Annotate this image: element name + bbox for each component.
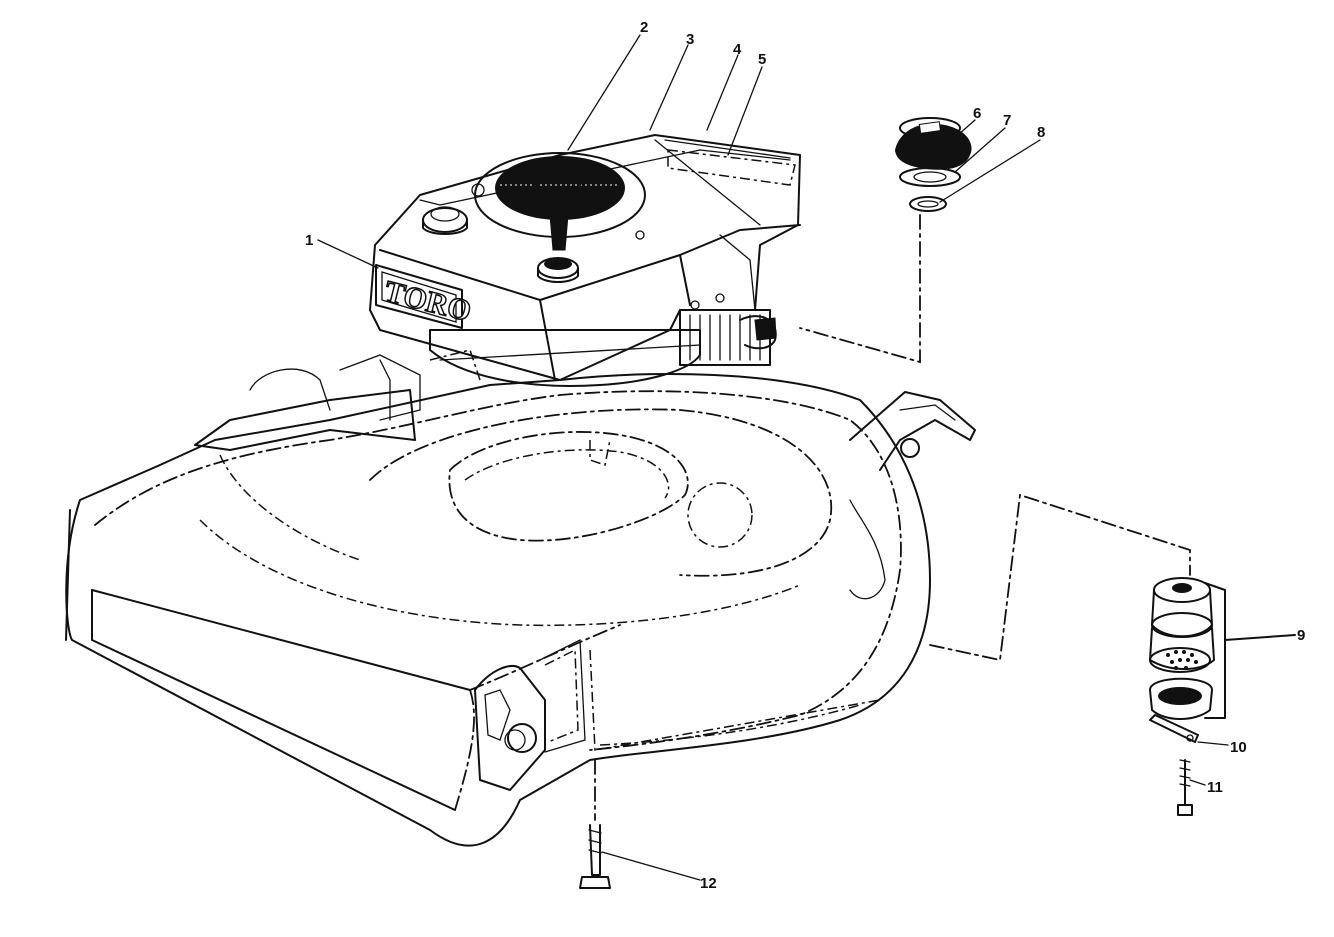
callout-4: 4 (733, 41, 742, 58)
callout-7: 7 (1003, 112, 1011, 129)
leader-8 (939, 139, 1041, 203)
wheel-assembly (929, 493, 1296, 816)
callout-9: 9 (1297, 627, 1305, 644)
engine-assembly: TORO (369, 134, 801, 387)
callout-1: 1 (305, 232, 313, 249)
leader-2 (567, 34, 641, 151)
leader-6 (949, 119, 976, 143)
callout-12: 12 (700, 875, 717, 892)
recoil-starter (474, 152, 646, 251)
callout-labels: 1 2 3 4 5 6 7 8 9 10 11 12 (305, 19, 1305, 892)
bolt-12 (579, 759, 611, 889)
fuel-cap (422, 183, 485, 235)
leader-1 (317, 239, 379, 269)
callout-8: 8 (1037, 124, 1045, 141)
callout-leaders (317, 34, 1229, 881)
mower-deck (65, 349, 976, 847)
callout-11: 11 (1207, 779, 1223, 796)
callout-3: 3 (686, 31, 694, 48)
oil-fill-cap (537, 257, 579, 283)
leader-10 (1197, 741, 1229, 746)
callout-5: 5 (758, 51, 766, 68)
leader-air-cleaner (799, 214, 921, 364)
leader-12 (601, 851, 701, 881)
leader-4 (706, 54, 739, 131)
leader-5 (727, 66, 763, 156)
callout-2: 2 (640, 19, 648, 36)
leader-11 (1189, 779, 1206, 786)
callout-10: 10 (1230, 739, 1247, 756)
wheel-holes (1166, 650, 1198, 670)
leader-3 (649, 44, 689, 131)
air-cleaner (895, 117, 972, 212)
callout-6: 6 (973, 105, 981, 122)
cylinder-fins (679, 309, 777, 366)
toro-logo-text: TORO (381, 275, 474, 328)
leader-7 (954, 127, 1006, 173)
